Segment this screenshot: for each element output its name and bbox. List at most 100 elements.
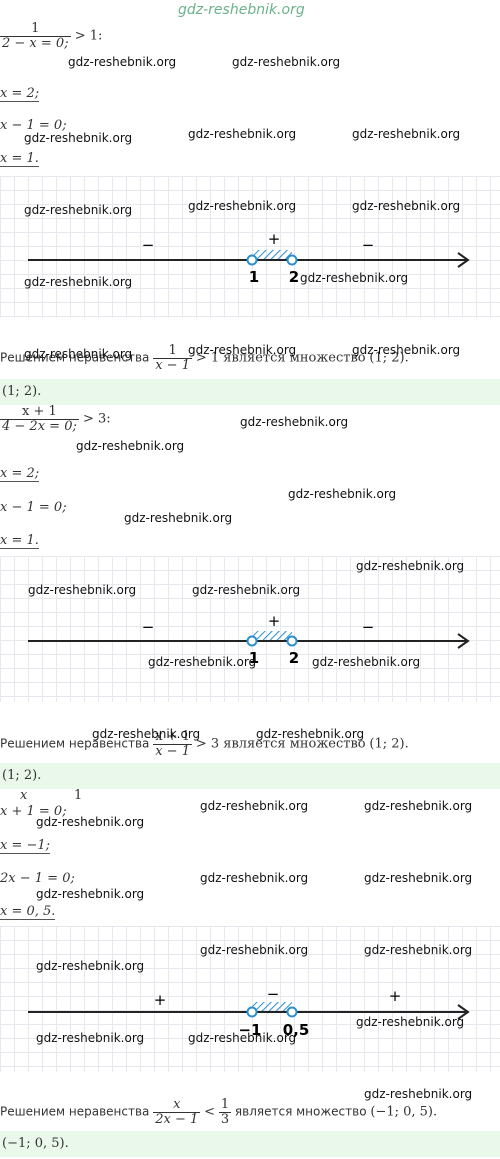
- p3-point-label-1: −1: [238, 1021, 261, 1039]
- watermark: gdz-reshebnik.org: [36, 1031, 145, 1045]
- p3-open-point-2: [286, 1006, 298, 1018]
- p1-open-point-1: [246, 254, 258, 266]
- p1-ineq-den: 2 − x = 0;: [0, 35, 71, 51]
- watermark: gdz-reshebnik.org: [188, 127, 297, 141]
- p1-sign-left: −: [142, 236, 155, 254]
- p3-answer: (−1; 0, 5).: [2, 1136, 69, 1151]
- p3-top-fragment-1: 1: [74, 788, 83, 803]
- watermark: gdz-reshebnik.org: [300, 271, 409, 285]
- p2-conclusion-set: (1; 2).: [369, 736, 409, 752]
- p3-eq2: 2x − 1 = 0;: [0, 871, 75, 886]
- p3-answer-box: (−1; 0, 5).: [0, 1131, 500, 1157]
- p3-eq1-result: x = −1;: [0, 838, 51, 854]
- watermark: gdz-reshebnik.org: [24, 275, 133, 289]
- p1-point-label-2: 2: [289, 268, 299, 286]
- p2-point-label-2: 2: [289, 649, 299, 667]
- p3-frac2-den: 3: [218, 1111, 232, 1127]
- p3-point-label-2: 0,5: [283, 1021, 310, 1039]
- watermark: gdz-reshebnik.org: [188, 199, 297, 213]
- p2-ineq-rest: > 3:: [82, 411, 111, 427]
- p1-sign-mid: +: [268, 230, 281, 248]
- p2-sign-right: −: [362, 618, 375, 636]
- p3-conclusion-mid: <: [204, 1104, 215, 1120]
- watermark: gdz-reshebnik.org: [364, 943, 473, 957]
- p3-sign-mid: −: [267, 985, 280, 1003]
- p2-eq2-result: x = 1.: [0, 533, 39, 549]
- watermark: gdz-reshebnik.org: [76, 439, 185, 453]
- p1-number-line-panel: − + − 1 2: [0, 176, 500, 318]
- p3-number-line-panel: + − + −1 0,5: [0, 926, 500, 1072]
- p3-number-line: + − + −1 0,5: [28, 985, 470, 1039]
- p3-sign-right: +: [389, 987, 402, 1005]
- watermark: gdz-reshebnik.org: [24, 203, 133, 217]
- p2-eq2: x − 1 = 0;: [0, 500, 67, 515]
- p1-ineq-num: 1: [31, 21, 40, 36]
- watermark: gdz-reshebnik.org: [364, 871, 473, 885]
- p2-point-label-1: 1: [249, 649, 259, 667]
- watermark: gdz-reshebnik.org: [36, 815, 145, 829]
- watermark: gdz-reshebnik.org: [240, 415, 349, 429]
- p2-open-point-1: [246, 635, 258, 647]
- watermark: gdz-reshebnik.org: [68, 55, 177, 69]
- p3-axis-arrow-icon: [457, 1004, 470, 1020]
- watermark: gdz-reshebnik.org: [200, 871, 309, 885]
- p3-top-fragment-x: x: [20, 788, 28, 803]
- p3-eq1: x + 1 = 0;: [0, 804, 67, 819]
- p3-conclusion-prefix: Решением неравенства: [0, 1104, 150, 1119]
- p3-frac2-num: 1: [220, 1097, 230, 1112]
- p2-ineq-den: 4 − 2x = 0;: [0, 418, 79, 434]
- watermark: gdz-reshebnik.org: [288, 487, 397, 501]
- watermark: gdz-reshebnik.org: [312, 655, 421, 669]
- watermark: gdz-reshebnik.org: [364, 799, 473, 813]
- p3-frac-den: 2x − 1: [153, 1111, 201, 1127]
- p2-ineq-num: x + 1: [22, 404, 57, 419]
- p2-axis-arrow-icon: [457, 633, 470, 649]
- watermark: gdz-reshebnik.org: [192, 583, 301, 597]
- watermark: gdz-reshebnik.org: [24, 347, 133, 361]
- p2-number-line-panel: − + − 1 2: [0, 556, 500, 702]
- watermark: gdz-reshebnik.org: [188, 343, 297, 357]
- p2-eq1-result: x = 2;: [0, 466, 40, 482]
- site-watermark: gdz-reshebnik.org: [178, 2, 305, 18]
- p2-open-point-2: [286, 635, 298, 647]
- p1-eq2-result: x = 1.: [0, 151, 39, 167]
- watermark: gdz-reshebnik.org: [36, 959, 145, 973]
- p2-hatched-interval: [252, 631, 292, 641]
- p1-number-line: − + − 1 2: [28, 230, 470, 286]
- p2-answer: (1; 2).: [2, 768, 42, 783]
- p1-axis-arrow-icon: [457, 252, 470, 268]
- p2-conclusion-prefix: Решением неравенства: [0, 736, 150, 751]
- p1-eq1-result: x = 2;: [0, 86, 40, 102]
- watermark: gdz-reshebnik.org: [200, 799, 309, 813]
- p2-answer-box: (1; 2).: [0, 763, 500, 789]
- p1-conclusion-prefix: Решением неравенства: [0, 350, 150, 365]
- watermark: gdz-reshebnik.org: [352, 343, 461, 357]
- p3-conclusion-set: (−1; 0, 5).: [370, 1104, 438, 1120]
- p1-open-point-2: [286, 254, 298, 266]
- watermark: gdz-reshebnik.org: [92, 727, 201, 741]
- p2-number-line: − + − 1 2: [28, 612, 470, 667]
- watermark: gdz-reshebnik.org: [124, 511, 233, 525]
- p3-sign-left: +: [154, 991, 167, 1009]
- p2-frac-num: x + 1: [155, 729, 190, 744]
- p1-conclusion-mid: > 1 является множество: [195, 350, 366, 366]
- p3-frac-num: x: [173, 1097, 181, 1112]
- watermark: gdz-reshebnik.org: [28, 583, 137, 597]
- p1-answer-box: (1; 2).: [0, 379, 500, 405]
- watermark: gdz-reshebnik.org: [364, 1087, 473, 1101]
- p3-conclusion-mid2: является множество: [234, 1104, 367, 1119]
- watermark: gdz-reshebnik.org: [352, 199, 461, 213]
- p1-frac-den: x − 1: [153, 357, 192, 373]
- watermark: gdz-reshebnik.org: [232, 55, 341, 69]
- p3-hatched-interval: [252, 1002, 292, 1012]
- p1-eq2: x − 1 = 0;: [0, 118, 67, 133]
- watermark: gdz-reshebnik.org: [256, 727, 365, 741]
- p1-point-label-1: 1: [249, 268, 259, 286]
- watermark: gdz-reshebnik.org: [356, 559, 465, 573]
- p3-eq2-result: x = 0, 5.: [0, 904, 56, 920]
